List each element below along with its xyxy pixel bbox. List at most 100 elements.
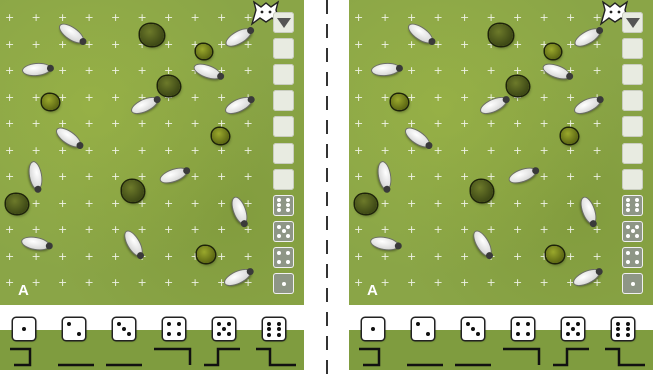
- movement-die-3[interactable]: [113, 318, 135, 340]
- track-slot[interactable]: [273, 143, 294, 164]
- movement-die-6[interactable]: [263, 318, 285, 340]
- die-pip: [127, 332, 131, 336]
- track-die-slot-1[interactable]: [273, 273, 294, 294]
- grid-cross: +: [460, 14, 468, 22]
- track-slot[interactable]: [622, 12, 643, 33]
- track-slot[interactable]: [273, 12, 294, 33]
- track-slot[interactable]: [273, 116, 294, 137]
- sheep-token[interactable]: [224, 95, 253, 116]
- grid-cross: +: [32, 147, 40, 155]
- grid-cross: +: [354, 120, 362, 128]
- bush-token[interactable]: [545, 44, 561, 59]
- grid-cross: +: [5, 94, 13, 102]
- track-die-slot-4[interactable]: [273, 247, 294, 268]
- bush-token[interactable]: [6, 194, 28, 214]
- bush-token[interactable]: [212, 128, 229, 144]
- bush-token[interactable]: [489, 24, 513, 46]
- sheep-token[interactable]: [372, 63, 400, 76]
- grid-cross: +: [407, 41, 415, 49]
- die-pip: [631, 229, 635, 233]
- bush-token[interactable]: [197, 246, 215, 263]
- grid-cross: +: [217, 279, 225, 287]
- bush-token[interactable]: [42, 94, 59, 110]
- grid-cross: +: [191, 147, 199, 155]
- sheep-token[interactable]: [377, 161, 393, 189]
- die-pip: [177, 332, 181, 336]
- grid-cross: +: [58, 67, 66, 75]
- grid-cross: +: [58, 14, 66, 22]
- die-pip: [167, 322, 171, 326]
- bush-token[interactable]: [122, 180, 144, 202]
- bush-token[interactable]: [158, 76, 180, 96]
- grid-cross: +: [513, 14, 521, 22]
- die-pip: [286, 198, 290, 202]
- track-slot[interactable]: [273, 38, 294, 59]
- bush-token[interactable]: [561, 128, 578, 144]
- die-pip: [22, 327, 26, 331]
- movement-die-4[interactable]: [512, 318, 534, 340]
- track-slot[interactable]: [622, 90, 643, 111]
- grid-cross: +: [513, 253, 521, 261]
- track-slot[interactable]: [273, 169, 294, 190]
- movement-die-4[interactable]: [163, 318, 185, 340]
- bush-token[interactable]: [196, 44, 212, 59]
- track-slot[interactable]: [622, 169, 643, 190]
- movement-die-5[interactable]: [213, 318, 235, 340]
- die-pip: [277, 327, 281, 331]
- track-slot[interactable]: [622, 38, 643, 59]
- bush-token[interactable]: [507, 76, 529, 96]
- track-slot[interactable]: [622, 116, 643, 137]
- track-die-slot-4[interactable]: [622, 247, 643, 268]
- bush-token[interactable]: [546, 246, 564, 263]
- grid-cross: +: [191, 279, 199, 287]
- track-slot[interactable]: [622, 143, 643, 164]
- grid-cross: +: [244, 67, 252, 75]
- grid-cross: +: [5, 41, 13, 49]
- grid-cross: +: [566, 226, 574, 234]
- die-pip: [286, 225, 290, 229]
- track-slot[interactable]: [273, 90, 294, 111]
- movement-die-2[interactable]: [412, 318, 434, 340]
- track-die-slot-6[interactable]: [622, 195, 643, 216]
- grid-cross: +: [138, 173, 146, 181]
- sheep-token[interactable]: [508, 166, 537, 186]
- bush-token[interactable]: [391, 94, 408, 110]
- sheep-token[interactable]: [23, 63, 51, 76]
- sheep-token[interactable]: [159, 166, 188, 186]
- bush-token[interactable]: [140, 24, 164, 46]
- movement-path-4: [503, 349, 539, 365]
- sheep-token[interactable]: [370, 236, 398, 252]
- grid-cross: +: [164, 226, 172, 234]
- track-die-slot-5[interactable]: [273, 221, 294, 242]
- bush-token[interactable]: [471, 180, 493, 202]
- grid-cross: +: [85, 120, 93, 128]
- sheep-token[interactable]: [573, 95, 602, 116]
- grid-cross: +: [111, 226, 119, 234]
- track-die-slot-1[interactable]: [622, 273, 643, 294]
- movement-die-1[interactable]: [362, 318, 384, 340]
- grid-cross: +: [593, 41, 601, 49]
- grid-cross: +: [566, 173, 574, 181]
- track-slot[interactable]: [273, 64, 294, 85]
- grid-cross: +: [354, 226, 362, 234]
- die-pip: [282, 282, 286, 286]
- grid-cross: +: [138, 120, 146, 128]
- sheep-token[interactable]: [28, 161, 44, 189]
- movement-die-3[interactable]: [462, 318, 484, 340]
- movement-die-1[interactable]: [13, 318, 35, 340]
- sheep-token[interactable]: [21, 236, 49, 252]
- grid-cross: +: [244, 41, 252, 49]
- track-slot[interactable]: [622, 64, 643, 85]
- movement-die-6[interactable]: [612, 318, 634, 340]
- grid-cross: +: [460, 120, 468, 128]
- die-pip: [416, 322, 420, 326]
- movement-die-2[interactable]: [63, 318, 85, 340]
- grid-cross: +: [32, 200, 40, 208]
- movement-die-5[interactable]: [562, 318, 584, 340]
- track-die-slot-6[interactable]: [273, 195, 294, 216]
- bush-token[interactable]: [355, 194, 377, 214]
- track-die-slot-5[interactable]: [622, 221, 643, 242]
- die-pip: [471, 327, 475, 331]
- movement-path-1: [10, 349, 30, 365]
- grid-cross: +: [164, 120, 172, 128]
